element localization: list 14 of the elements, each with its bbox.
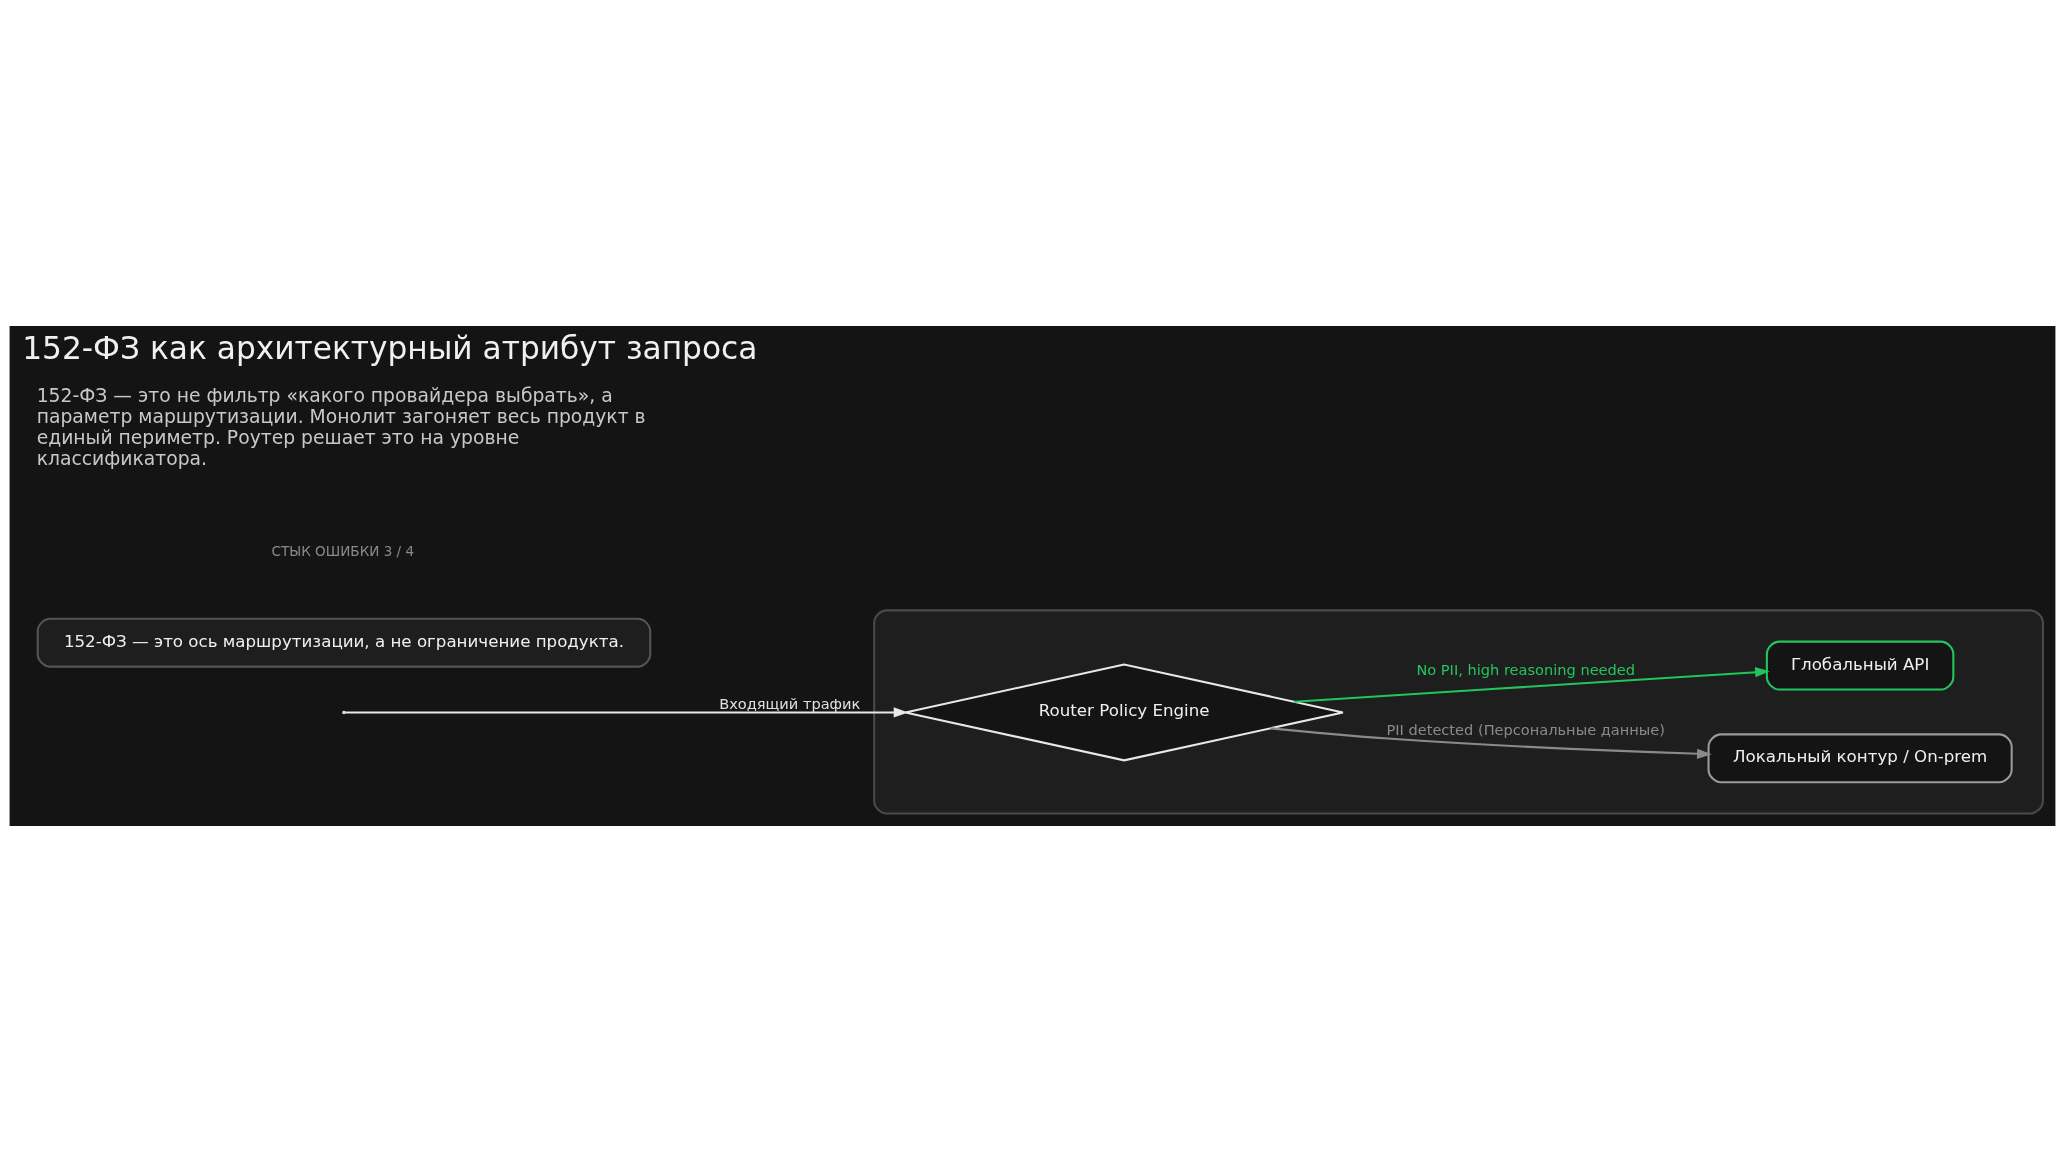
node-box: Локальный контур / On-prem [1707,733,2013,784]
edge-label: Входящий трафик [718,694,860,712]
cluster [872,609,2044,815]
arrow [1293,667,1770,703]
edge-label: PII detected (Персональные данные) [1385,720,1665,738]
diagram-title: 152-ФЗ как архитектурный атрибут запроса [21,330,757,367]
node-diamond: Router Policy Engine [903,663,1344,762]
label: 152-ФЗ — это не фильтр «какого провайдера выбрать», а параметр маршрутизации. Монолит загоняет весь продукт в единый периметр. Роутер решает это на уровне классификатора. [36,385,646,469]
node-box: Глобальный API [1765,640,1954,691]
arrow [344,707,908,718]
node-box: 152-ФЗ — это ось маршрутизации, а не ограничение продукта. [36,617,651,668]
edge-label: No PII, high reasoning needed [1415,661,1635,679]
label: СТЫК ОШИБКИ 3 / 4 [271,542,414,559]
arrow [1269,727,1712,759]
